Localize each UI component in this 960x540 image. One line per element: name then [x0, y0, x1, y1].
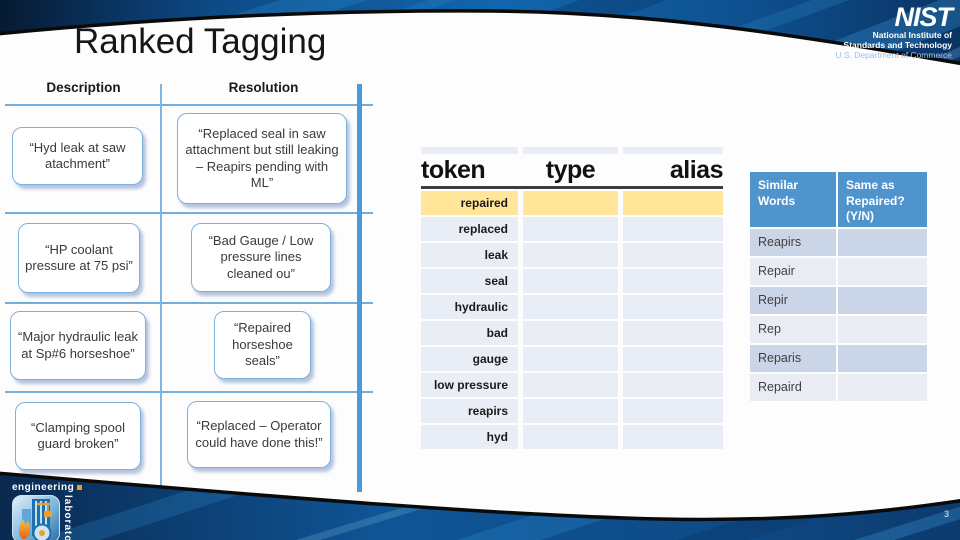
resolution-quote-4: “Replaced – Operator could have done thi… — [187, 401, 331, 468]
grid-hline — [5, 212, 373, 214]
token-table-header: token type alias — [421, 154, 724, 185]
similar-word-cell: Repair — [750, 258, 836, 285]
table-row: gauge — [421, 346, 723, 371]
type-cell — [523, 268, 618, 293]
token-cell: bad — [421, 320, 518, 345]
token-cell: hydraulic — [421, 294, 518, 319]
token-table-top-strip — [421, 147, 723, 154]
table-row: low pressure — [421, 372, 723, 397]
token-cell: hyd — [421, 424, 518, 449]
resolution-column-header: Resolution — [228, 80, 299, 95]
engineering-laboratory-logo: engineering — [12, 482, 83, 540]
table-row: bad — [421, 320, 723, 345]
alias-cell — [623, 424, 723, 449]
description-quote-3: “Major hydraulic leak at Sp#6 horseshoe” — [10, 311, 146, 380]
type-cell — [523, 294, 618, 319]
table-row: replaced — [421, 216, 723, 241]
alias-cell — [623, 372, 723, 397]
page-number: 3 — [943, 509, 949, 519]
table-row: hydraulic — [421, 294, 723, 319]
grid-vline-accent — [357, 84, 362, 492]
token-cell: replaced — [421, 216, 518, 241]
description-quote-2: “HP coolant pressure at 75 psi” — [18, 223, 140, 293]
alias-cell — [623, 242, 723, 267]
similar-words-table: Similar Words Same as Repaired? (Y/N) Re… — [750, 172, 927, 401]
token-cell: reapirs — [421, 398, 518, 423]
token-table: token type alias repaired replaced leak … — [421, 147, 724, 449]
orange-square-icon — [77, 485, 83, 490]
table-row: repaired — [421, 190, 723, 215]
yn-cell — [838, 345, 927, 372]
type-cell — [523, 242, 618, 267]
token-cell: gauge — [421, 346, 518, 371]
nist-line1: National Institute of — [872, 30, 952, 40]
alias-cell — [623, 346, 723, 371]
token-cell: low pressure — [421, 372, 518, 397]
alias-cell — [623, 190, 723, 215]
grid-hline — [5, 391, 373, 393]
alias-cell — [623, 268, 723, 293]
alias-cell — [623, 398, 723, 423]
description-quote-1: “Hyd leak at saw atachment” — [12, 127, 143, 185]
similar-word-cell: Rep — [750, 316, 836, 343]
engineering-label: engineering — [12, 482, 75, 493]
table-row: leak — [421, 242, 723, 267]
description-resolution-table: Description Resolution “Hyd leak at saw … — [5, 80, 380, 495]
type-cell — [523, 346, 618, 371]
token-cell: repaired — [421, 190, 518, 215]
grid-hline — [5, 302, 373, 304]
token-cell: seal — [421, 268, 518, 293]
token-header: token — [421, 156, 486, 184]
type-cell — [523, 216, 618, 241]
engineering-lab-icon — [12, 495, 60, 540]
similar-words-header: Similar Words — [750, 172, 836, 227]
token-cell: leak — [421, 242, 518, 267]
token-table-body: repaired replaced leak seal hydraulic ba… — [421, 190, 723, 449]
type-header: type — [545, 156, 596, 184]
type-cell — [523, 190, 618, 215]
description-quote-4: “Clamping spool guard broken” — [15, 402, 141, 470]
gear-icon — [32, 523, 52, 540]
yn-cell — [838, 287, 927, 314]
token-table-header-rule — [421, 186, 723, 189]
resolution-quote-1: “Replaced seal in saw attachment but sti… — [177, 113, 347, 204]
table-row: hyd — [421, 424, 723, 449]
description-column-header: Description — [46, 80, 121, 95]
alias-cell — [623, 216, 723, 241]
nist-wordmark-icon: NIST — [894, 2, 953, 32]
similar-word-cell: Reapirs — [750, 229, 836, 256]
alias-cell — [623, 320, 723, 345]
laboratory-label: laboratory — [62, 495, 73, 540]
similar-word-cell: Reparis — [750, 345, 836, 372]
nist-logo: NIST National Institute of Standards and… — [835, 2, 953, 61]
type-cell — [523, 320, 618, 345]
nist-line2: Standards and Technology — [843, 40, 952, 50]
grid-hline — [5, 104, 373, 106]
yn-cell — [838, 374, 927, 401]
alias-header: alias — [669, 156, 724, 184]
alias-cell — [623, 294, 723, 319]
nist-line3: U.S. Department of Commerce — [835, 50, 952, 60]
same-as-repaired-header: Same as Repaired? (Y/N) — [838, 172, 927, 227]
table-row: seal — [421, 268, 723, 293]
resolution-quote-2: “Bad Gauge / Low pressure lines cleaned … — [191, 223, 331, 292]
similar-word-cell: Repaird — [750, 374, 836, 401]
page-title: Ranked Tagging — [74, 22, 327, 61]
yn-cell — [838, 316, 927, 343]
resolution-quote-3: “Repaired horseshoe seals” — [214, 311, 311, 379]
table-row: reapirs — [421, 398, 723, 423]
yn-cell — [838, 229, 927, 256]
type-cell — [523, 372, 618, 397]
type-cell — [523, 398, 618, 423]
type-cell — [523, 424, 618, 449]
grid-vline — [160, 84, 162, 492]
yn-cell — [838, 258, 927, 285]
similar-word-cell: Repir — [750, 287, 836, 314]
